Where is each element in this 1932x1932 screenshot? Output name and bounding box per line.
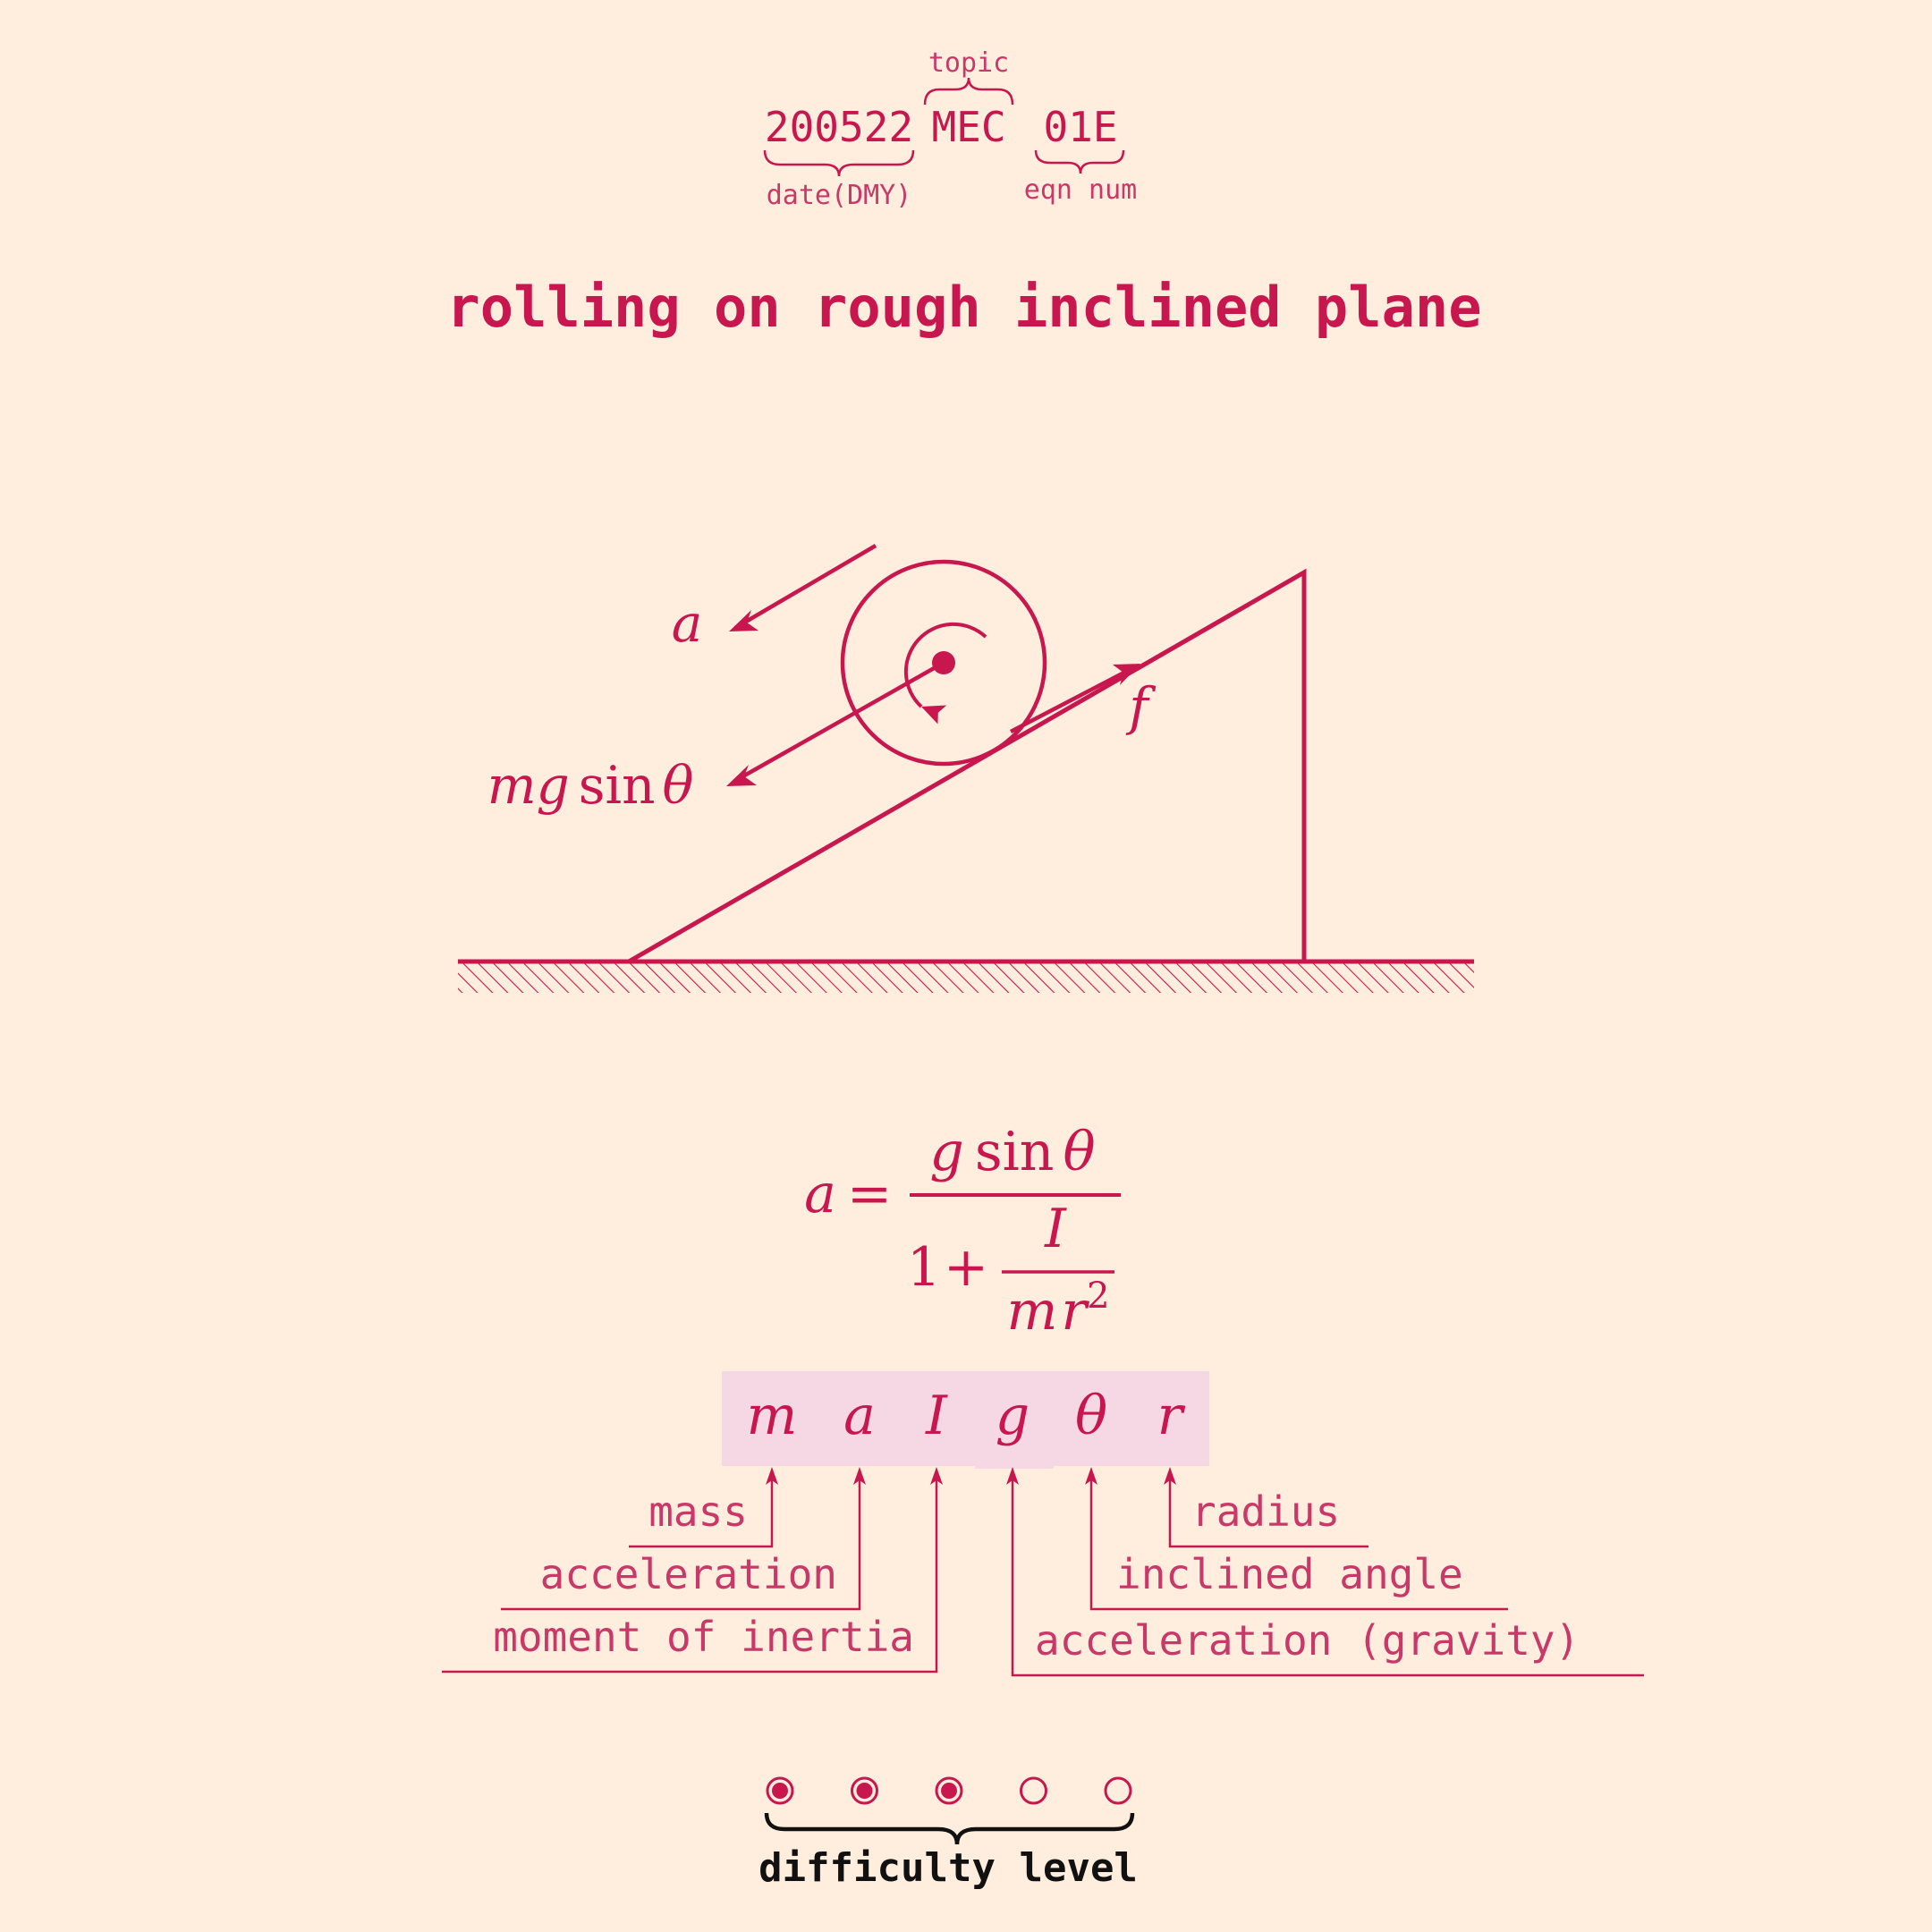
difficulty-dot-fill bbox=[941, 1783, 957, 1799]
difficulty-dot-empty bbox=[1020, 1776, 1047, 1805]
num-brace bbox=[1034, 149, 1125, 174]
friction-arrow bbox=[1009, 665, 1138, 733]
arrowhead-acceleration bbox=[853, 1467, 866, 1485]
den-mr2: mr2 bbox=[1006, 1275, 1109, 1343]
arrowhead-radius bbox=[1164, 1467, 1176, 1485]
symbol-r: r bbox=[1157, 1385, 1186, 1447]
difficulty-label: difficulty level bbox=[758, 1845, 1138, 1891]
gravity-arrow bbox=[732, 665, 937, 784]
friction-arrow-head bbox=[1113, 664, 1140, 685]
force-theta: θ bbox=[662, 755, 693, 816]
leader-angle bbox=[1089, 1473, 1508, 1611]
num-g: g bbox=[929, 1121, 963, 1183]
leader-gravity bbox=[1011, 1473, 1644, 1677]
code-topic: MEC bbox=[931, 103, 1005, 151]
difficulty-dot-empty bbox=[1104, 1776, 1132, 1805]
difficulty-dots bbox=[766, 1776, 1132, 1805]
den-one: 1 bbox=[907, 1236, 941, 1299]
rotation-arrow bbox=[903, 622, 987, 708]
eq-sign: = bbox=[847, 1163, 892, 1225]
header-code: topic 200522 MEC 01E date(DMY) eqn num bbox=[763, 47, 1137, 211]
leader-mass bbox=[629, 1473, 774, 1548]
page-title: rolling on rough inclined plane bbox=[446, 275, 1481, 340]
date-brace bbox=[763, 149, 915, 177]
code-num: 01E bbox=[1043, 103, 1117, 151]
label-angle: inclined angle bbox=[1116, 1550, 1463, 1598]
disc-center bbox=[932, 651, 955, 674]
accel-arrow-head bbox=[729, 610, 758, 631]
incline-wedge bbox=[627, 568, 1307, 964]
topic-label: topic bbox=[928, 47, 1009, 79]
friction-label: f bbox=[1125, 676, 1157, 737]
label-mass: mass bbox=[648, 1487, 748, 1536]
difficulty-dot-fill bbox=[856, 1783, 873, 1799]
den-m: m bbox=[1006, 1280, 1057, 1343]
ground-hatch bbox=[458, 962, 1474, 993]
leader-inertia bbox=[442, 1473, 938, 1674]
rolling-disc bbox=[840, 559, 1047, 767]
den-exp: 2 bbox=[1087, 1275, 1109, 1317]
symbol-theta: θ bbox=[1075, 1385, 1107, 1447]
symbol-m: m bbox=[747, 1385, 798, 1447]
gravity-arrow-head bbox=[726, 765, 757, 786]
force-sin: sin bbox=[579, 755, 656, 816]
force-g: g bbox=[537, 755, 570, 816]
symbol-a: a bbox=[843, 1385, 876, 1447]
symbol-g: g bbox=[996, 1385, 1030, 1447]
rotation-arrow-head bbox=[921, 705, 947, 724]
num-theta: θ bbox=[1063, 1121, 1095, 1183]
num-sin: sin bbox=[975, 1121, 1055, 1183]
variables-legend: m a I g θ r mass acceleration moment bbox=[442, 1371, 1644, 1677]
date-label: date(DMY) bbox=[767, 180, 912, 211]
leader-lines bbox=[442, 1473, 1644, 1677]
label-acceleration: acceleration bbox=[540, 1550, 837, 1598]
num-label: eqn num bbox=[1024, 174, 1137, 206]
arrowhead-inertia bbox=[930, 1467, 943, 1485]
den-I: I bbox=[1044, 1198, 1067, 1260]
arrowhead-mass bbox=[766, 1467, 778, 1485]
symbols-box bbox=[722, 1371, 1209, 1466]
accel-arrow bbox=[733, 544, 877, 630]
leader-acceleration bbox=[501, 1473, 861, 1611]
topic-brace bbox=[923, 77, 1014, 106]
leader-arrowheads bbox=[766, 1467, 1176, 1485]
label-gravity: acceleration (gravity) bbox=[1035, 1616, 1580, 1665]
force-m: m bbox=[487, 755, 537, 816]
label-radius: radius bbox=[1191, 1487, 1340, 1536]
den-plus: + bbox=[944, 1236, 988, 1299]
eq-lhs: a bbox=[804, 1163, 836, 1225]
difficulty-dot-fill bbox=[772, 1783, 788, 1799]
difficulty-brace bbox=[764, 1812, 1135, 1845]
symbol-I: I bbox=[925, 1385, 948, 1447]
label-inertia: moment of inertia bbox=[493, 1613, 914, 1661]
den-r: r bbox=[1061, 1280, 1089, 1343]
arrowhead-angle bbox=[1085, 1467, 1097, 1485]
difficulty-dot-filled bbox=[766, 1776, 794, 1805]
symbols-box-tab bbox=[975, 1458, 1054, 1469]
accel-label: a bbox=[672, 593, 703, 654]
difficulty-dot-filled bbox=[935, 1776, 963, 1805]
variable-symbols: m a I g θ r bbox=[747, 1385, 1186, 1447]
difficulty-dot-filled bbox=[851, 1776, 878, 1805]
difficulty-indicator: difficulty level bbox=[758, 1776, 1138, 1891]
arrowhead-gravity bbox=[1006, 1467, 1019, 1485]
variable-labels: mass acceleration moment of inertia acce… bbox=[493, 1487, 1580, 1665]
code-date: 200522 bbox=[765, 103, 913, 151]
leader-radius bbox=[1168, 1473, 1368, 1548]
